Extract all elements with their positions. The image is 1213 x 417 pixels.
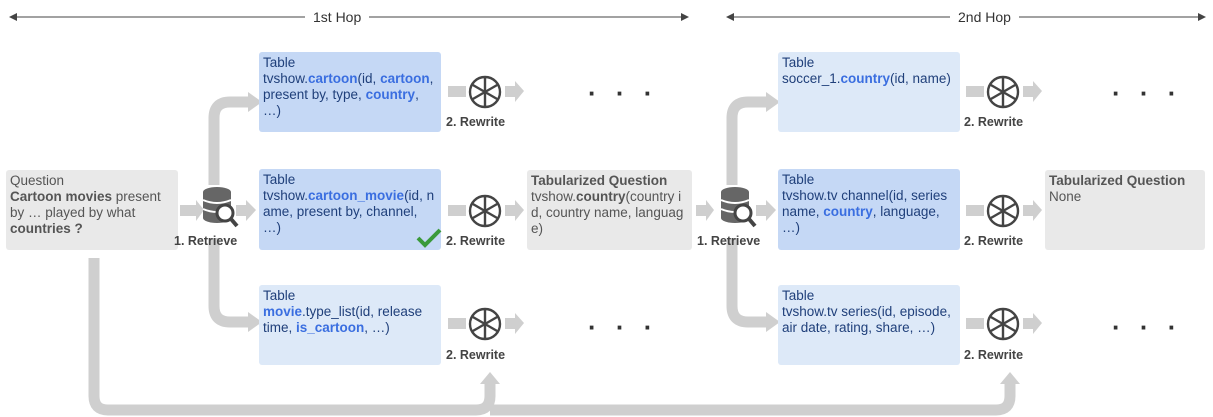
table-title: Table (782, 288, 815, 303)
rewrite-label: 2. Rewrite (446, 348, 506, 362)
retrieve-label: 1. Retrieve (174, 234, 238, 248)
table-columns: (id, (357, 71, 381, 86)
ellipsis: · · · (588, 312, 659, 342)
hop1-table-2: Table tvshow.cartoon_movie(id, name, pre… (259, 169, 441, 250)
rewrite-label: 2. Rewrite (964, 234, 1024, 248)
column-highlight: country (823, 204, 873, 219)
table-name: country (840, 71, 891, 86)
table-name: movie (263, 304, 303, 319)
hop1-tabularized-question: Tabularized Question tvshow.country(coun… (527, 170, 692, 250)
hop2-table-1: Table soccer_1.country(id, name) (778, 52, 960, 132)
question-text: present by … played by what (10, 189, 161, 220)
table-columns: tvshow.tv series(id, episode, air date, … (782, 304, 951, 335)
rewrite-label: 2. Rewrite (446, 234, 506, 248)
table-columns: (id, name) (890, 71, 951, 86)
table-title: Table (782, 55, 815, 70)
openai-icon (986, 307, 1020, 341)
rewrite-label: 2. Rewrite (964, 348, 1024, 362)
question-title: Question (10, 173, 65, 188)
tabularized-title: Tabularized Question (531, 173, 668, 188)
question-box: Question Cartoon movies present by … pla… (6, 170, 178, 250)
table-title: Table (263, 172, 296, 187)
hop1-table-1: Table tvshow.cartoon(id, cartoon, presen… (259, 52, 441, 132)
table-columns: , language, …) (782, 204, 940, 235)
tabularized-title: Tabularized Question (1049, 173, 1186, 188)
rewrite-label: 2. Rewrite (964, 115, 1024, 129)
rewrite-label: 2. Rewrite (446, 115, 506, 129)
hop2-table-2: Table tvshow.tv channel(id, series name,… (778, 169, 960, 250)
column-highlight: country (365, 87, 416, 102)
database-search-icon (720, 187, 757, 228)
column-highlight: is_cartoon (296, 320, 365, 335)
openai-icon (468, 307, 502, 341)
hop2-header: 2nd Hop (950, 9, 1019, 25)
table-prefix: tvshow.tv channel(id, series name, (782, 188, 948, 219)
openai-icon (986, 194, 1020, 228)
column-highlight: cartoon (380, 71, 430, 86)
rewrite-arrows (448, 81, 1042, 334)
table-title: Table (782, 172, 815, 187)
ellipsis: · · · (1112, 312, 1183, 342)
table-prefix: tvshow. (263, 71, 309, 86)
hop2-table-3: Table tvshow.tv series(id, episode, air … (778, 285, 960, 365)
hop1-arrowheads (180, 92, 500, 384)
question-bold-2: countries ? (10, 221, 83, 236)
hop1-header: 1st Hop (305, 9, 370, 25)
table-name: country (576, 189, 626, 204)
table-title: Table (263, 288, 296, 303)
table-columns: , …) (263, 87, 419, 118)
database-search-icon (202, 187, 239, 228)
table-columns: (id, name, present by, channel, …) (263, 188, 435, 235)
table-name: cartoon_movie (308, 188, 405, 203)
hop1-table-3: Table movie.type_list(id, release time, … (259, 285, 441, 365)
table-prefix: tvshow. (263, 188, 309, 203)
table-columns: .type_list(id, release time, (263, 304, 423, 335)
hop2-tabularized-question: Tabularized Question None (1045, 170, 1205, 250)
table-columns: (country id, country name, language) (531, 189, 684, 236)
tabularized-body: None (1049, 189, 1082, 204)
ellipsis: · · · (588, 78, 659, 108)
table-prefix: soccer_1. (782, 71, 841, 86)
checkmark-icon (416, 228, 442, 248)
table-name: cartoon (308, 71, 358, 86)
question-bold-1: Cartoon movies (10, 189, 113, 204)
hop1-branch-arrows (88, 96, 496, 416)
table-columns: , present by, type, (263, 71, 434, 102)
table-prefix: tvshow. (531, 189, 577, 204)
openai-icon (986, 75, 1020, 109)
table-title: Table (263, 55, 296, 70)
retrieve-label: 1. Retrieve (697, 234, 761, 248)
hop2-arrowheads (696, 92, 1020, 384)
openai-icon (468, 75, 502, 109)
table-columns: , …) (364, 320, 390, 335)
ellipsis: · · · (1112, 78, 1183, 108)
openai-icon (468, 194, 502, 228)
hop2-branch-arrows (490, 96, 1016, 416)
